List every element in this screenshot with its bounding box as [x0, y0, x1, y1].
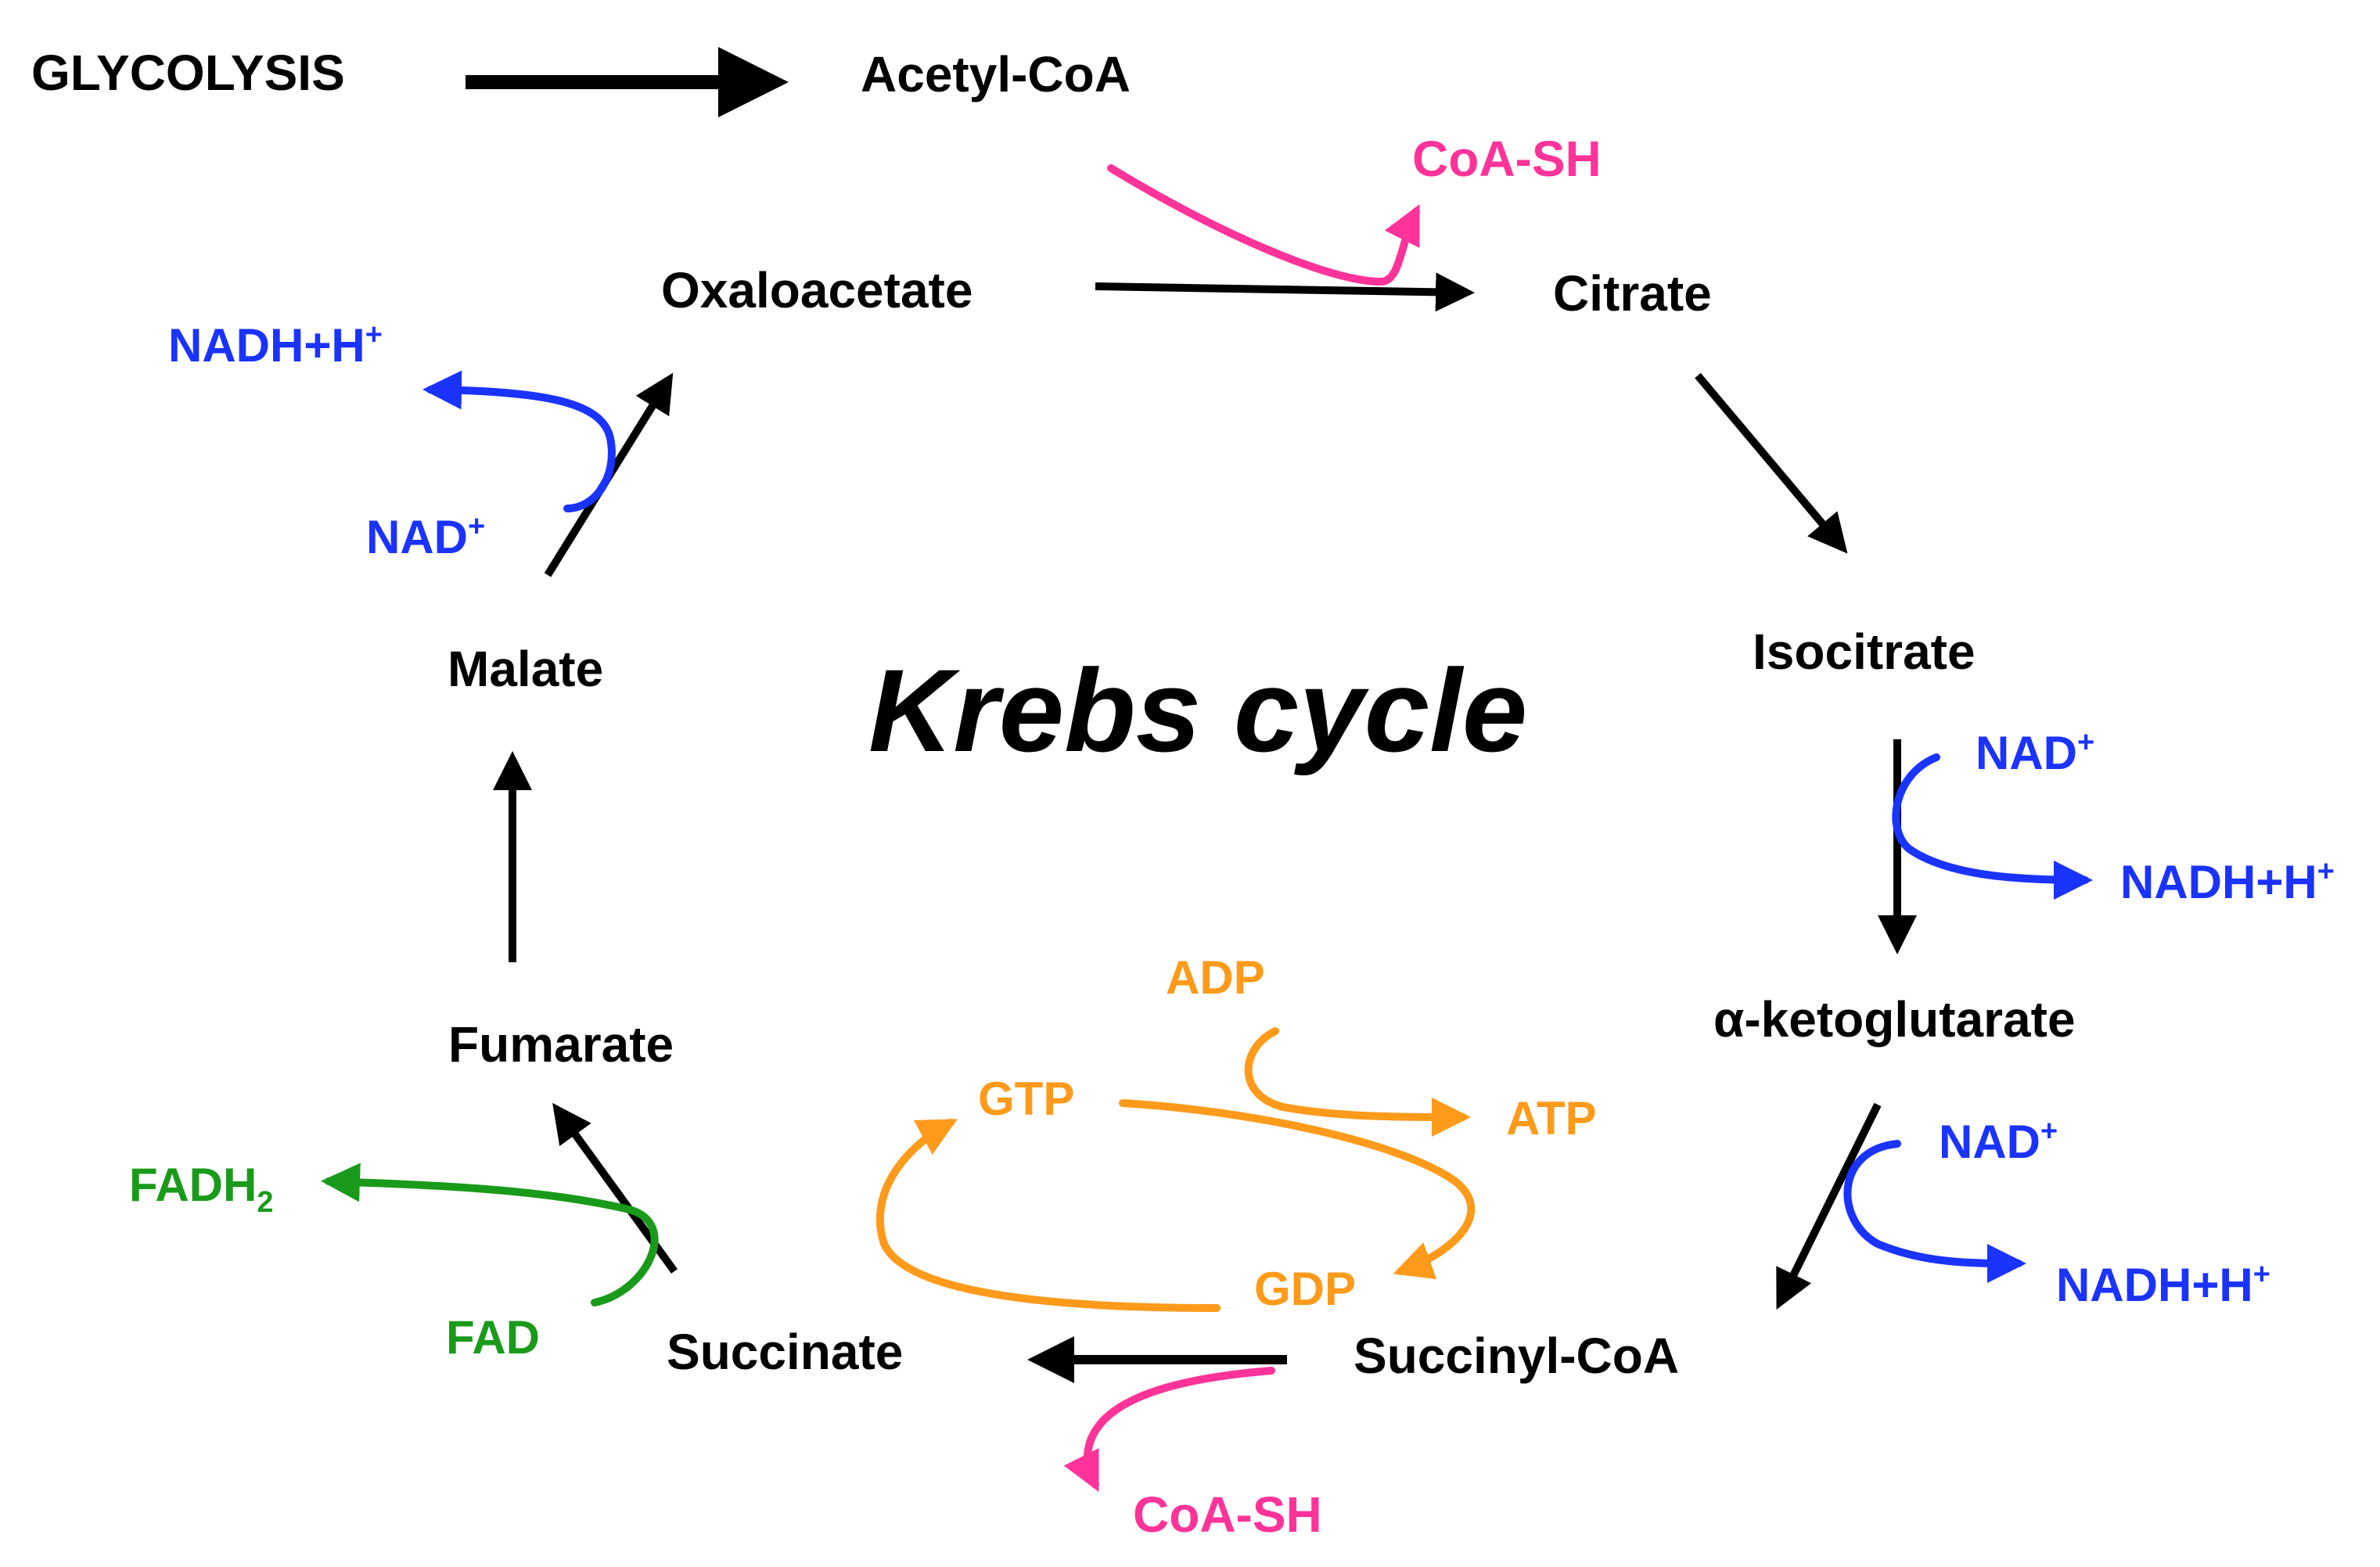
- gtp-label: GTP: [978, 1073, 1074, 1125]
- fad-to-fadh2-arrow: [321, 1163, 659, 1306]
- nad-to-nadh-arrow-malate: [422, 370, 616, 512]
- atp-label: ATP: [1506, 1092, 1597, 1145]
- gdp-label: GDP: [1254, 1263, 1356, 1315]
- coa-sh-label-bottom: CoA-SH: [1133, 1486, 1322, 1543]
- akg-to-succinyl-coa-arrow: [1776, 1102, 1882, 1310]
- acetyl-coa-label: Acetyl-CoA: [861, 46, 1131, 102]
- citrate-label: Citrate: [1553, 265, 1712, 322]
- nad-label-isocitrate: NAD+: [1976, 726, 2094, 779]
- succinyl-coa-label: Succinyl-CoA: [1354, 1328, 1679, 1384]
- malate-label: Malate: [448, 641, 603, 697]
- isocitrate-label: Isocitrate: [1753, 624, 1976, 680]
- fadh2-label: FADH2: [129, 1159, 273, 1219]
- coa-sh-label-top: CoA-SH: [1412, 131, 1602, 187]
- nadh-label-isocitrate: NADH+H+: [2120, 855, 2335, 908]
- nad-label-malate: NAD+: [366, 510, 485, 563]
- citrate-to-isocitrate-arrow: [1695, 372, 1848, 554]
- oxaloacetate-label: Oxaloacetate: [661, 262, 972, 318]
- coa-sh-release-arrow-top: [1107, 164, 1420, 286]
- gdp-to-gtp-arrow: [875, 1119, 1221, 1312]
- fumarate-label: Fumarate: [448, 1016, 674, 1073]
- nadh-label-akg: NADH+H+: [2056, 1258, 2270, 1311]
- adp-label: ADP: [1166, 951, 1265, 1004]
- fad-label: FAD: [446, 1311, 540, 1364]
- oxaloacetate-to-citrate-arrow: [1095, 272, 1475, 312]
- gtp-to-gdp-arrow: [1119, 1099, 1476, 1280]
- nad-to-nadh-arrow-isocitrate: [1892, 753, 2093, 900]
- nad-to-nadh-arrow-akg: [1843, 1140, 2026, 1283]
- succinate-label: Succinate: [667, 1324, 903, 1380]
- glycolysis-label: GLYCOLYSIS: [31, 45, 345, 101]
- nadh-label-malate: NADH+H+: [168, 318, 383, 372]
- adp-to-atp-arrow: [1244, 1027, 1471, 1137]
- alpha-ketoglutarate-label: α-ketoglutarate: [1713, 991, 2076, 1048]
- coa-sh-release-arrow-bottom: [1063, 1367, 1275, 1492]
- diagram-title: Krebs cycle: [868, 645, 1527, 776]
- nad-label-akg: NAD+: [1939, 1115, 2058, 1168]
